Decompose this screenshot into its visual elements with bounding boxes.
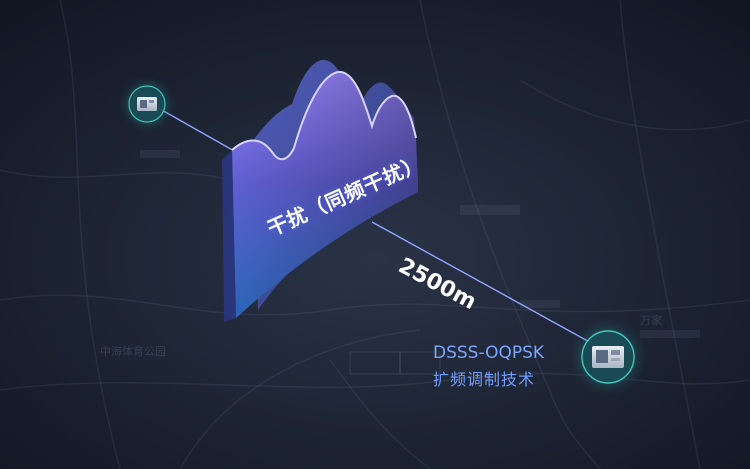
node-right xyxy=(566,315,650,399)
radio-module-icon xyxy=(137,97,157,111)
interference-wall-shade xyxy=(232,71,418,318)
link-line-right xyxy=(371,221,605,351)
node-left xyxy=(117,74,177,134)
map-label-area: 万家 xyxy=(640,314,662,327)
radio-module-icon xyxy=(592,346,624,368)
interference-wall-edge xyxy=(231,71,417,161)
modulation-description: 扩频调制技术 xyxy=(433,370,536,389)
modulation-name: DSSS-OQPSK xyxy=(433,343,545,363)
map-blocks xyxy=(140,150,700,375)
interference-wall-side xyxy=(222,150,236,322)
map-label-park: 中海体育公园 xyxy=(100,345,166,358)
